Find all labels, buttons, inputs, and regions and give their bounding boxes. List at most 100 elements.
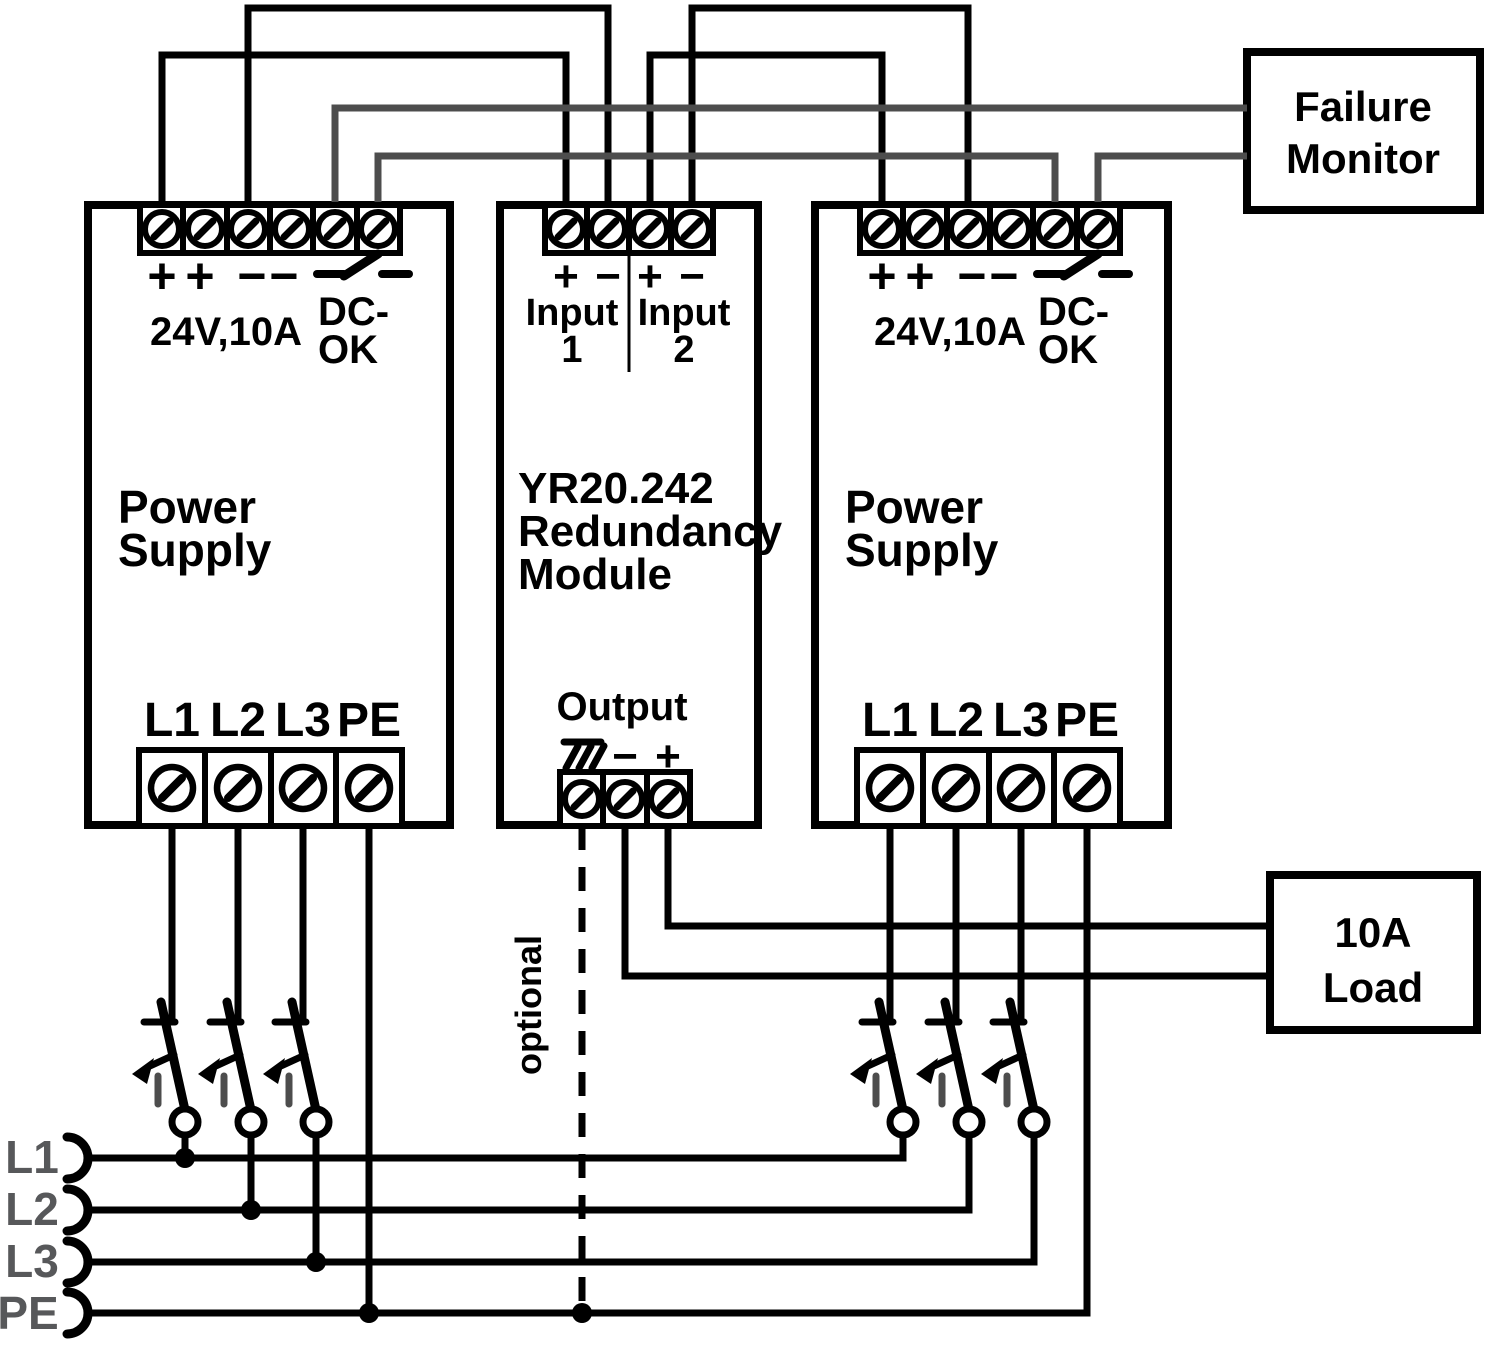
screw-terminal-icon bbox=[1038, 212, 1072, 246]
rm-input2-plus-label: + bbox=[637, 252, 663, 301]
rm-input2-label: Input bbox=[638, 292, 731, 334]
rm-input1-minus-label: − bbox=[595, 252, 621, 301]
wire-left-dcok-to-monitor bbox=[331, 104, 1247, 205]
left-psu-plus-label: + bbox=[185, 248, 214, 304]
wire-left-dcok-to-right-dcok bbox=[374, 152, 1059, 205]
bus-label-l3: L3 bbox=[5, 1235, 59, 1287]
screw-terminal-icon bbox=[908, 212, 942, 246]
left-power-supply-labels: + + − − 24V,10A DC- OK Power Supply L1 L… bbox=[118, 248, 401, 747]
circuit-breaker-icon bbox=[198, 1002, 264, 1135]
right-psu-plus-label: + bbox=[867, 248, 896, 304]
wires bbox=[88, 4, 1270, 1317]
right-psu-title: Power bbox=[845, 481, 983, 533]
wire-right-dcok-to-monitor bbox=[1094, 152, 1247, 205]
bus-entry-icon bbox=[67, 1292, 88, 1334]
junction-dot bbox=[175, 1148, 195, 1168]
bus-l3 bbox=[88, 1135, 1038, 1266]
rm-title: YR20.242 bbox=[518, 464, 714, 513]
circuit-breaker-icon bbox=[916, 1002, 982, 1135]
rm-output-plus-label: + bbox=[655, 732, 681, 781]
bus-l2 bbox=[88, 1135, 973, 1214]
right-psu-terminal-label: L3 bbox=[993, 694, 1049, 747]
rm-input2-minus-label: − bbox=[679, 252, 705, 301]
screw-terminal-icon bbox=[217, 767, 259, 809]
wire-output-plus-to-load bbox=[664, 826, 1270, 930]
screw-terminal-icon bbox=[348, 767, 390, 809]
circuit-breaker-icon bbox=[263, 1002, 329, 1135]
right-power-supply-labels: + + − − 24V,10A DC- OK Power Supply L1 L… bbox=[845, 248, 1119, 747]
bus-entry-icon bbox=[67, 1241, 88, 1283]
screw-terminal-icon bbox=[1081, 212, 1115, 246]
bus-label-l2: L2 bbox=[5, 1183, 59, 1235]
load-box bbox=[1266, 871, 1481, 1034]
right-psu-dcok-label: DC- bbox=[1038, 290, 1109, 334]
left-psu-dcok-label: DC- bbox=[318, 290, 389, 334]
screw-terminal-icon bbox=[145, 212, 179, 246]
screw-terminal-icon bbox=[275, 212, 309, 246]
bus-entry-icon bbox=[67, 1189, 88, 1231]
rm-output-label: Output bbox=[556, 685, 687, 729]
screw-terminal-icon bbox=[151, 767, 193, 809]
screw-terminal-icon bbox=[951, 212, 985, 246]
left-psu-terminal-label: L3 bbox=[275, 694, 331, 747]
right-psu-terminal-label: L1 bbox=[862, 694, 918, 747]
rm-title: Redundancy bbox=[518, 507, 783, 556]
left-psu-terminal-label: PE bbox=[337, 694, 401, 747]
left-psu-minus-label: − bbox=[269, 248, 298, 304]
load-title: Load bbox=[1323, 964, 1423, 1011]
junction-dot bbox=[359, 1303, 379, 1323]
optional-label: optional bbox=[508, 935, 549, 1075]
screw-terminal-icon bbox=[675, 212, 709, 246]
load-title: 10A bbox=[1334, 909, 1411, 956]
screw-terminal-icon bbox=[935, 767, 977, 809]
rm-input1-number: 1 bbox=[561, 329, 582, 371]
circuit-breaker-icon bbox=[981, 1002, 1047, 1135]
circuit-breaker-icon bbox=[132, 1002, 198, 1135]
right-psu-title: Supply bbox=[845, 524, 999, 576]
screw-terminal-icon bbox=[869, 767, 911, 809]
rm-input2-number: 2 bbox=[673, 329, 694, 371]
screw-terminal-icon bbox=[651, 782, 685, 816]
left-psu-terminal-label: L1 bbox=[144, 694, 200, 747]
wire-output-minus-to-load bbox=[621, 826, 1270, 980]
wire-input2-plus-to-right-plus bbox=[646, 51, 886, 205]
screw-terminal-icon bbox=[565, 782, 599, 816]
left-psu-rating-label: 24V,10A bbox=[150, 310, 302, 354]
left-psu-dcok-label: OK bbox=[318, 328, 378, 372]
rm-input1-plus-label: + bbox=[553, 252, 579, 301]
rm-input1-label: Input bbox=[526, 292, 619, 334]
right-psu-dcok-label: OK bbox=[1038, 328, 1098, 372]
circuit-breaker-icon bbox=[850, 1002, 916, 1135]
right-psu-rating-label: 24V,10A bbox=[874, 310, 1026, 354]
left-power-supply-box bbox=[84, 201, 454, 829]
screw-terminal-icon bbox=[188, 212, 222, 246]
screw-terminal-icon bbox=[1066, 767, 1108, 809]
screw-terminal-icon bbox=[1000, 767, 1042, 809]
screw-terminal-icon bbox=[865, 212, 899, 246]
left-psu-title: Supply bbox=[118, 524, 272, 576]
right-psu-minus-label: − bbox=[957, 248, 986, 304]
bus-pe bbox=[88, 826, 1091, 1317]
failure-monitor-title: Monitor bbox=[1286, 135, 1440, 182]
right-psu-minus-label: − bbox=[989, 248, 1018, 304]
rm-output-minus-label: − bbox=[612, 732, 638, 781]
left-psu-plus-label: + bbox=[147, 248, 176, 304]
junction-dot bbox=[572, 1303, 592, 1323]
screw-terminal-icon bbox=[231, 212, 265, 246]
screw-terminal-icon bbox=[608, 782, 642, 816]
screw-terminal-icon bbox=[282, 767, 324, 809]
screw-terminal-icon bbox=[361, 212, 395, 246]
bus-label-pe: PE bbox=[0, 1287, 59, 1339]
bus-l1 bbox=[88, 1135, 907, 1162]
redundancy-module-labels: + − + − Input 1 Input 2 YR20.242 Redunda… bbox=[518, 252, 783, 781]
junction-dot bbox=[306, 1252, 326, 1272]
screw-terminal-icon bbox=[633, 212, 667, 246]
failure-monitor-box bbox=[1243, 48, 1484, 214]
rm-title: Module bbox=[518, 550, 672, 599]
screw-terminal-icon bbox=[591, 212, 625, 246]
left-psu-minus-label: − bbox=[237, 248, 266, 304]
right-psu-plus-label: + bbox=[905, 248, 934, 304]
failure-monitor-title: Failure bbox=[1294, 83, 1432, 130]
